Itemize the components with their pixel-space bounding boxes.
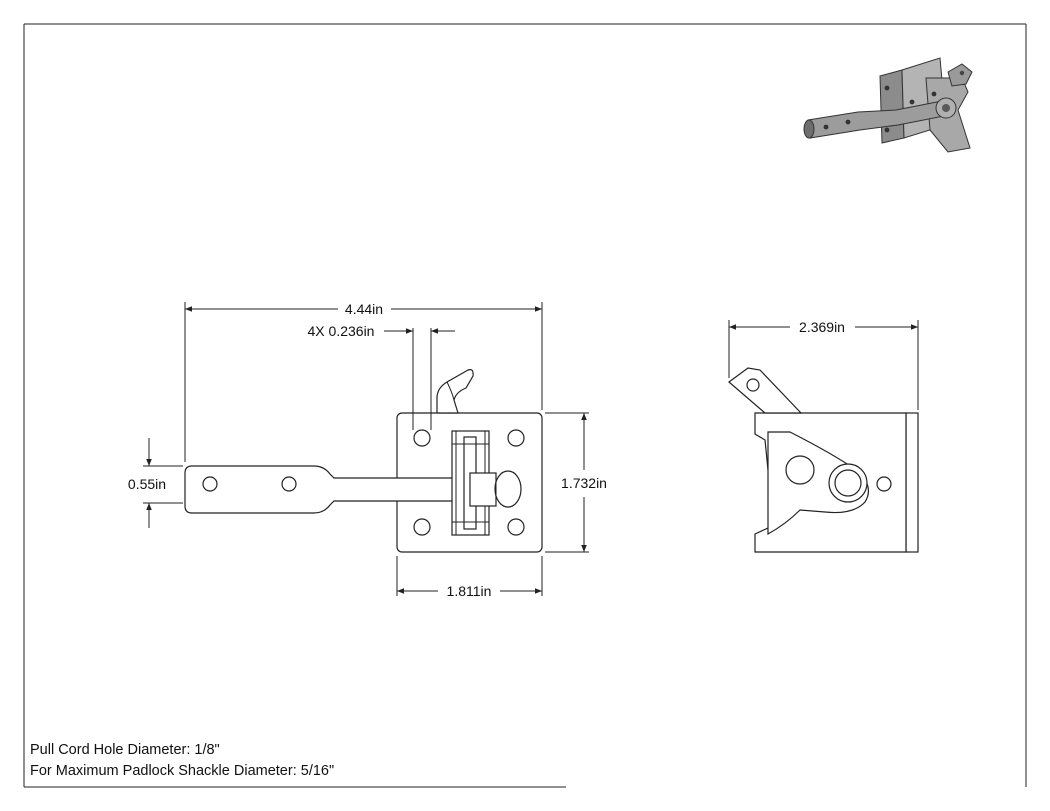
dim-side-depth: 2.369in xyxy=(799,319,845,335)
notes-block: Pull Cord Hole Diameter: 1/8" For Maximu… xyxy=(30,742,334,779)
dim-plate-height: 1.732in xyxy=(561,475,607,491)
dimension-plate-height: 1.732in xyxy=(545,412,607,553)
sheet-border xyxy=(23,23,1027,788)
dimension-plate-width: 1.811in xyxy=(396,556,543,599)
dim-overall-length: 4.44in xyxy=(345,301,383,317)
dimension-side-depth: 2.369in xyxy=(728,319,919,410)
dimension-overall-length: 4.44in xyxy=(184,301,543,462)
dimension-hole-diameter: 4X 0.236in xyxy=(308,323,455,430)
dimension-bar-width: 0.55in xyxy=(128,438,183,528)
isometric-view xyxy=(803,57,973,153)
front-view xyxy=(184,369,543,553)
dim-plate-width: 1.811in xyxy=(447,583,492,599)
dim-bar-width: 0.55in xyxy=(128,476,166,492)
note-padlock: For Maximum Padlock Shackle Diameter: 5/… xyxy=(30,763,334,779)
side-view xyxy=(728,367,919,553)
dim-hole-diameter: 4X 0.236in xyxy=(308,323,375,339)
note-pull-cord: Pull Cord Hole Diameter: 1/8" xyxy=(30,742,220,758)
